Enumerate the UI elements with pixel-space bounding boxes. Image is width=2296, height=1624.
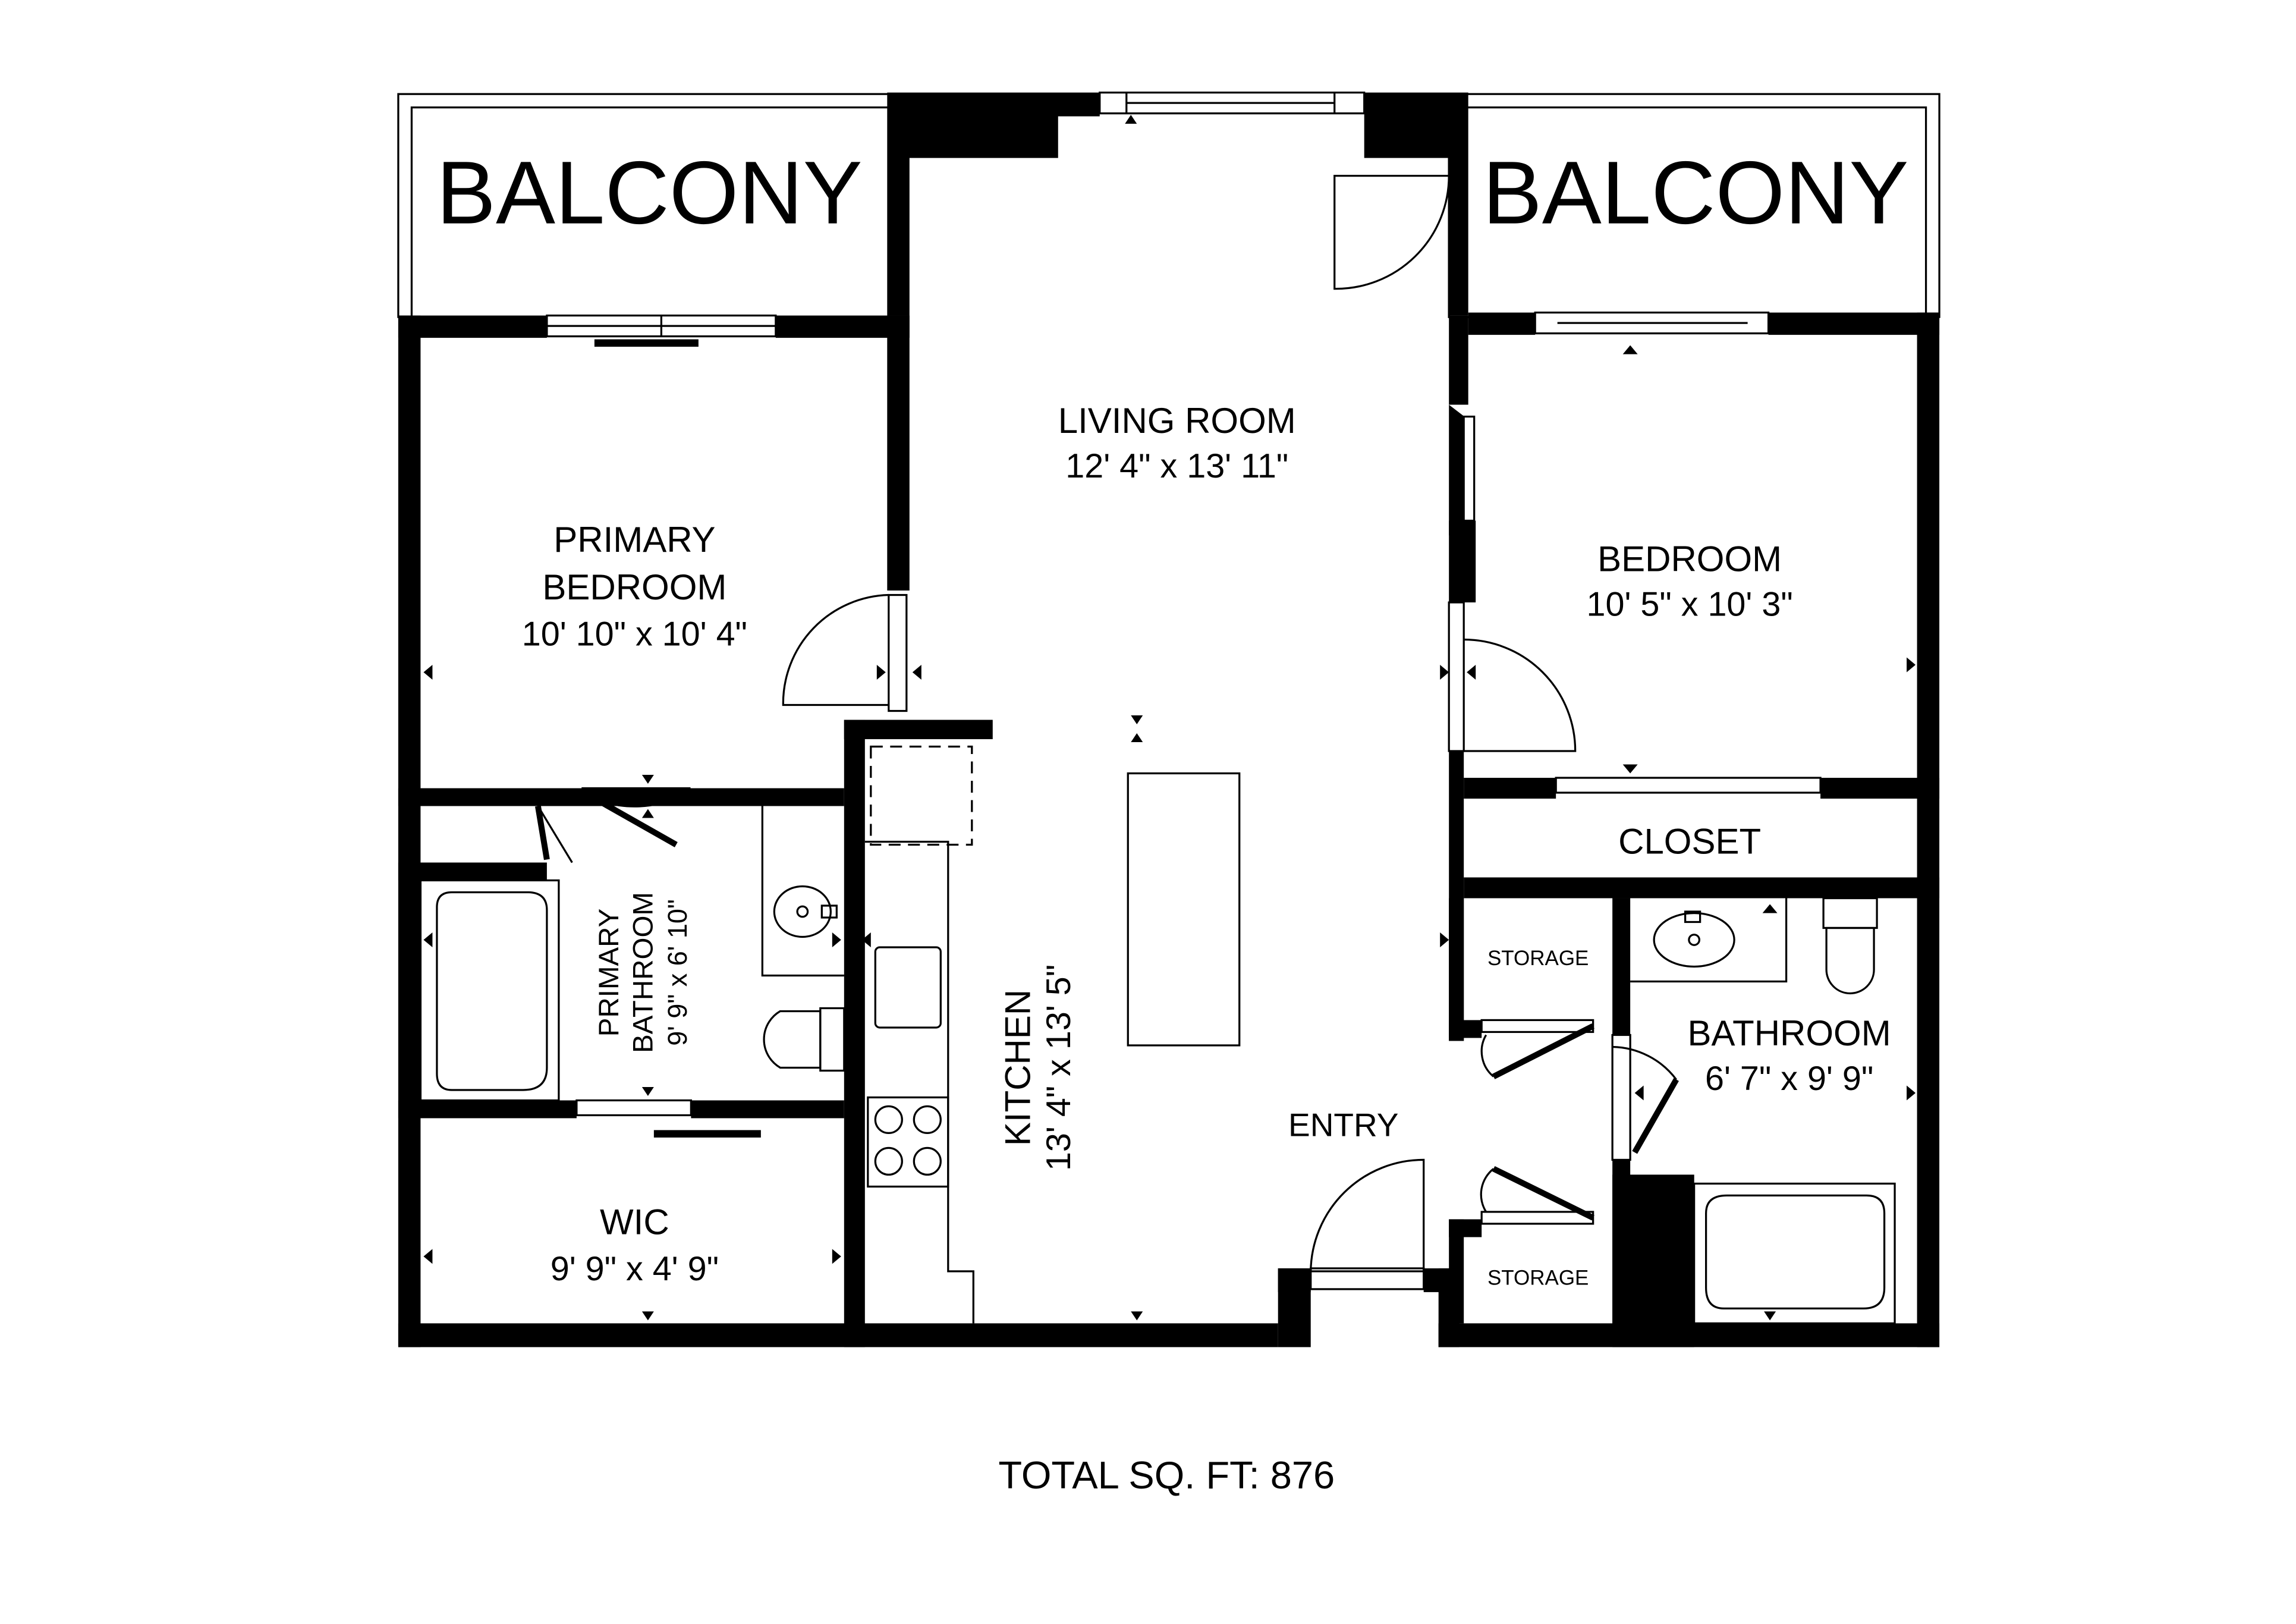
storage-upper-label: STORAGE bbox=[1487, 947, 1589, 970]
wic-sliding-bar bbox=[653, 1130, 761, 1138]
bedroom-dims: 10' 5" x 10' 3" bbox=[1587, 586, 1793, 624]
primary-bathroom-label-1: PRIMARY bbox=[593, 909, 625, 1037]
fixtures bbox=[419, 175, 1896, 1325]
dimension-markers bbox=[423, 115, 1916, 1321]
bathroom-label: BATHROOM bbox=[1688, 1013, 1891, 1053]
primary-bathroom-dims: 9' 9" x 6' 10" bbox=[662, 899, 693, 1046]
wic-dims: 9' 9" x 4' 9" bbox=[551, 1250, 719, 1288]
kitchen-label: KITCHEN bbox=[998, 990, 1037, 1146]
kitchen-dims: 13' 4" x 13' 5" bbox=[1040, 965, 1078, 1171]
bathroom-dims: 6' 7" x 9' 9" bbox=[1705, 1060, 1873, 1098]
primary-bedroom-label-1: PRIMARY bbox=[553, 520, 715, 560]
living-room-label: LIVING ROOM bbox=[1058, 401, 1296, 441]
total-sqft: TOTAL SQ. FT: 876 bbox=[998, 1453, 1335, 1497]
primary-bedroom-label-2: BEDROOM bbox=[542, 567, 726, 607]
wic-label: WIC bbox=[600, 1202, 669, 1242]
balcony-left-label: BALCONY bbox=[436, 143, 863, 243]
windows bbox=[546, 92, 1770, 522]
sliding-door-bar bbox=[594, 339, 699, 347]
entry-label: ENTRY bbox=[1288, 1106, 1398, 1143]
walls bbox=[398, 92, 1940, 1347]
bedroom-label: BEDROOM bbox=[1597, 539, 1782, 579]
primary-bathroom-label-2: BATHROOM bbox=[627, 892, 659, 1053]
balcony-right-label: BALCONY bbox=[1483, 143, 1909, 243]
door-leaves bbox=[534, 791, 1679, 1221]
closet-label: CLOSET bbox=[1618, 821, 1761, 861]
living-room-dims: 12' 4" x 13' 11" bbox=[1065, 447, 1288, 485]
primary-bedroom-dims: 10' 10" x 10' 4" bbox=[522, 615, 747, 654]
storage-lower-label: STORAGE bbox=[1487, 1266, 1589, 1289]
